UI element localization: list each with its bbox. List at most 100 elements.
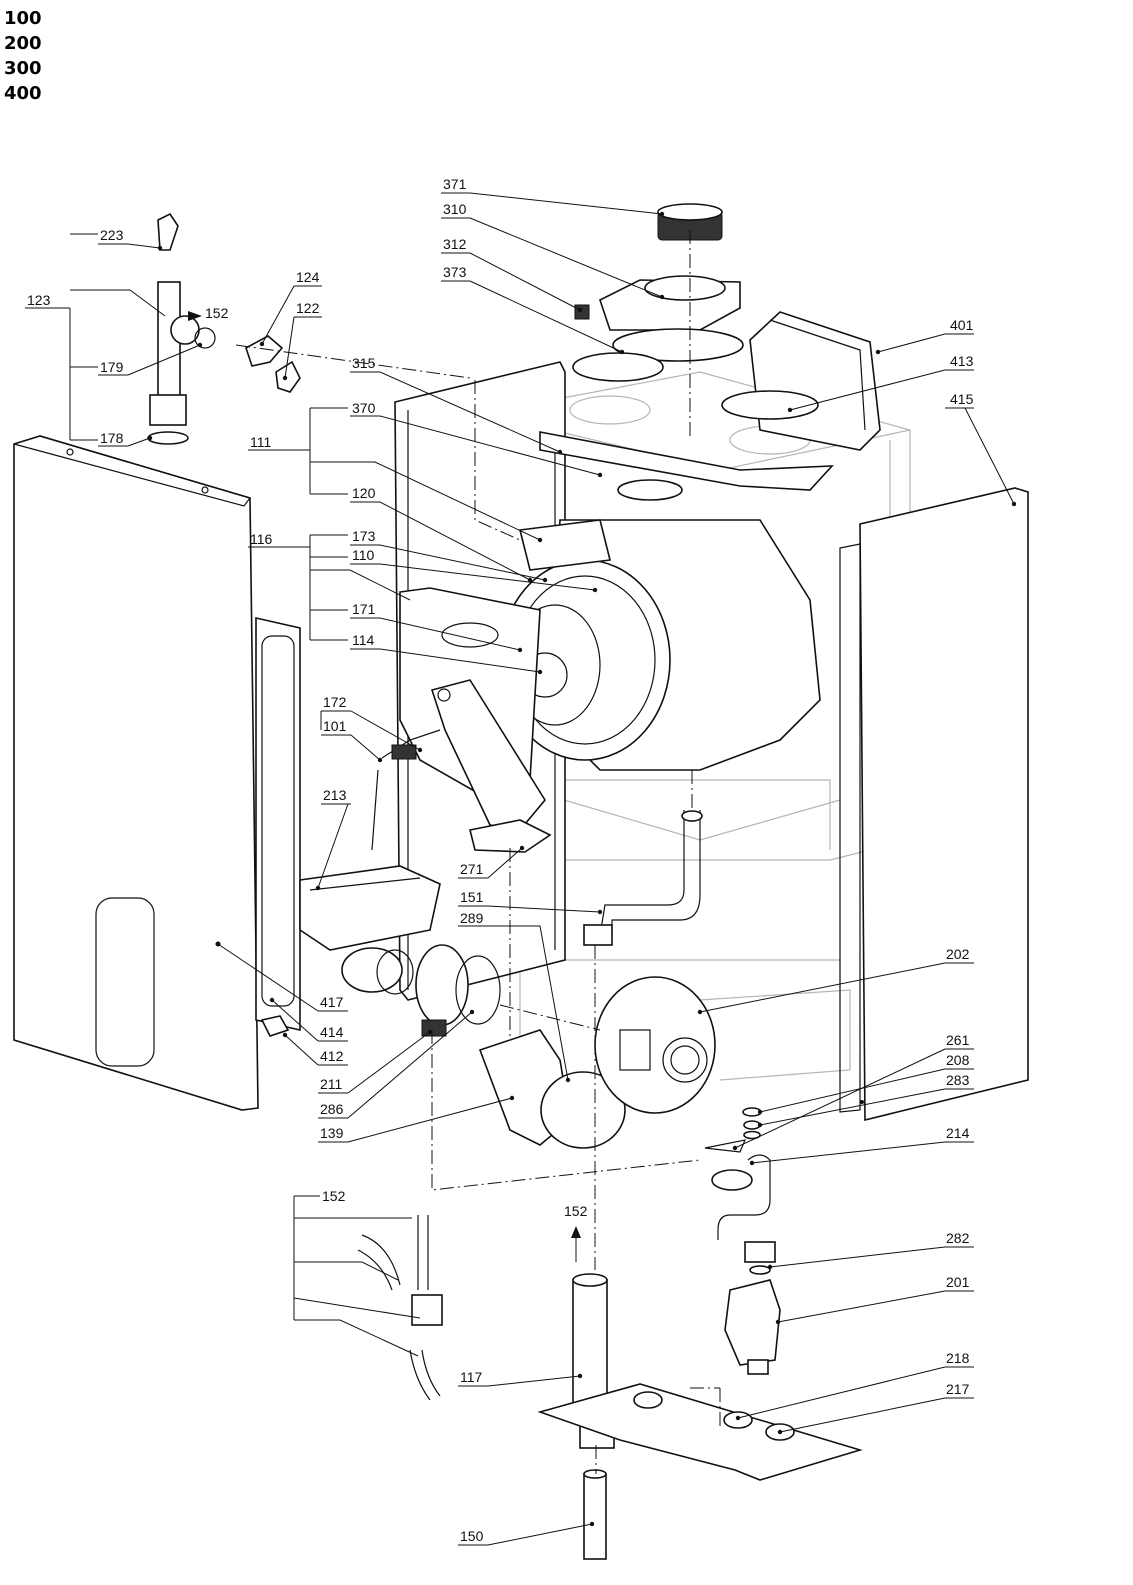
gas-valve bbox=[711, 1107, 781, 1375]
callout-label: 116 bbox=[250, 531, 273, 547]
callout-label: 124 bbox=[296, 269, 320, 285]
callout-target-dot bbox=[259, 341, 265, 347]
callout-leader-line bbox=[379, 415, 601, 476]
callout-target-dot bbox=[592, 587, 598, 593]
callout-target-dot bbox=[659, 294, 665, 300]
callout-label: 152 bbox=[205, 305, 229, 321]
callout-leader-line bbox=[347, 1031, 431, 1094]
seal-washers bbox=[704, 1130, 761, 1153]
heat-exchanger bbox=[499, 479, 821, 771]
callout-218: 218 bbox=[735, 1350, 974, 1421]
callout-152: 152 bbox=[293, 1188, 421, 1357]
callout-leader-line bbox=[379, 648, 541, 673]
callout-211: 211 bbox=[318, 1029, 433, 1094]
callout-target-dot bbox=[565, 1077, 571, 1083]
callout-label: 173 bbox=[352, 528, 376, 544]
callout-target-dot bbox=[577, 1373, 583, 1379]
callout-label: 151 bbox=[460, 889, 484, 905]
callout-leader-line bbox=[487, 1523, 593, 1546]
callout-label: 414 bbox=[320, 1024, 344, 1040]
callout-leader-line bbox=[217, 943, 319, 1012]
callout-target-dot bbox=[775, 1319, 781, 1325]
callout-label: 179 bbox=[100, 359, 124, 375]
callout-target-dot bbox=[619, 349, 625, 355]
callout-target-dot bbox=[732, 1145, 738, 1151]
callout-120: 120 bbox=[350, 485, 533, 583]
callout-leader-line bbox=[877, 333, 946, 353]
callout-leader-line bbox=[347, 1097, 513, 1143]
callout-leader-line bbox=[487, 1375, 581, 1387]
callout-151: 151 bbox=[458, 889, 603, 915]
callout-target-dot bbox=[1011, 501, 1017, 507]
callout-414: 414 bbox=[269, 997, 348, 1042]
callout-leader-line bbox=[379, 371, 561, 453]
drain-pipes bbox=[357, 1215, 443, 1401]
callout-leader-line bbox=[734, 1048, 946, 1149]
right-side-panel bbox=[839, 487, 1029, 1122]
callout-target-dot bbox=[282, 1032, 288, 1038]
callout-target-dot bbox=[735, 1415, 741, 1421]
callout-114: 114 bbox=[350, 632, 543, 675]
callout-target-dot bbox=[777, 1429, 783, 1435]
callout-label: 111 bbox=[250, 434, 271, 450]
callout-target-dot bbox=[577, 307, 583, 313]
callout-target-dot bbox=[469, 1009, 475, 1015]
callout-label: 370 bbox=[352, 400, 376, 416]
callout-label: 202 bbox=[946, 946, 970, 962]
inner-side-panel bbox=[255, 616, 301, 1032]
callout-282: 282 bbox=[767, 1230, 974, 1270]
callout-leader-line bbox=[487, 847, 523, 879]
callout-target-dot bbox=[509, 1095, 515, 1101]
callout-label: 178 bbox=[100, 430, 124, 446]
expansion-vessel bbox=[749, 311, 881, 451]
callout-178: 178 bbox=[98, 430, 153, 447]
callout-208: 208 bbox=[757, 1052, 974, 1115]
callout-415: 415 bbox=[945, 391, 1017, 507]
callout-leader-line bbox=[350, 734, 381, 761]
callout-leader-line bbox=[127, 243, 161, 249]
callout-leader-line bbox=[699, 962, 946, 1013]
callout-label: 123 bbox=[27, 292, 51, 308]
callout-arrowhead bbox=[188, 311, 202, 321]
callout-label: 214 bbox=[946, 1125, 970, 1141]
callout-leader-line bbox=[69, 233, 166, 441]
callout-label: 117 bbox=[460, 1369, 483, 1385]
callout-leader-line bbox=[769, 1246, 946, 1268]
callout-label: 283 bbox=[946, 1072, 970, 1088]
callout-label: 150 bbox=[460, 1528, 484, 1544]
callout-label: 312 bbox=[443, 236, 467, 252]
retaining-clips bbox=[245, 335, 301, 1037]
callout-117: 117 bbox=[458, 1369, 583, 1387]
callout-target-dot bbox=[597, 909, 603, 915]
callout-412: 412 bbox=[282, 1032, 348, 1066]
callout-leader-line bbox=[487, 905, 601, 913]
callout-target-dot bbox=[659, 211, 665, 217]
model-code-100: 100 bbox=[4, 8, 42, 29]
callout-leader-line bbox=[284, 1034, 319, 1066]
callout-202: 202 bbox=[697, 946, 974, 1015]
callout-label: 217 bbox=[946, 1381, 970, 1397]
condensate-trap bbox=[537, 1273, 863, 1560]
callout-label: 152 bbox=[322, 1188, 346, 1204]
callout-target-dot bbox=[589, 1521, 595, 1527]
callout-label: 282 bbox=[946, 1230, 970, 1246]
callout-target-dot bbox=[517, 647, 523, 653]
callout-target-dot bbox=[875, 349, 881, 355]
callout-leader-line bbox=[271, 999, 319, 1042]
callout-leader-line bbox=[469, 217, 663, 298]
callout-target-dot bbox=[197, 342, 203, 348]
callout-leader-line bbox=[469, 280, 623, 353]
callout-leader-line bbox=[379, 544, 546, 581]
callout-label: 412 bbox=[320, 1048, 344, 1064]
callout-label: 122 bbox=[296, 300, 320, 316]
callout-label: 171 bbox=[352, 601, 376, 617]
flue-adapter bbox=[572, 203, 819, 420]
callout-leader-line bbox=[759, 1088, 946, 1126]
callout-leader-line bbox=[789, 369, 946, 411]
callout-leader-line bbox=[317, 803, 349, 889]
callout-target-dot bbox=[377, 757, 383, 763]
callout-213: 213 bbox=[315, 787, 351, 891]
callout-leader-line bbox=[261, 285, 295, 345]
callout-312: 312 bbox=[441, 236, 583, 313]
callout-217: 217 bbox=[777, 1381, 974, 1435]
